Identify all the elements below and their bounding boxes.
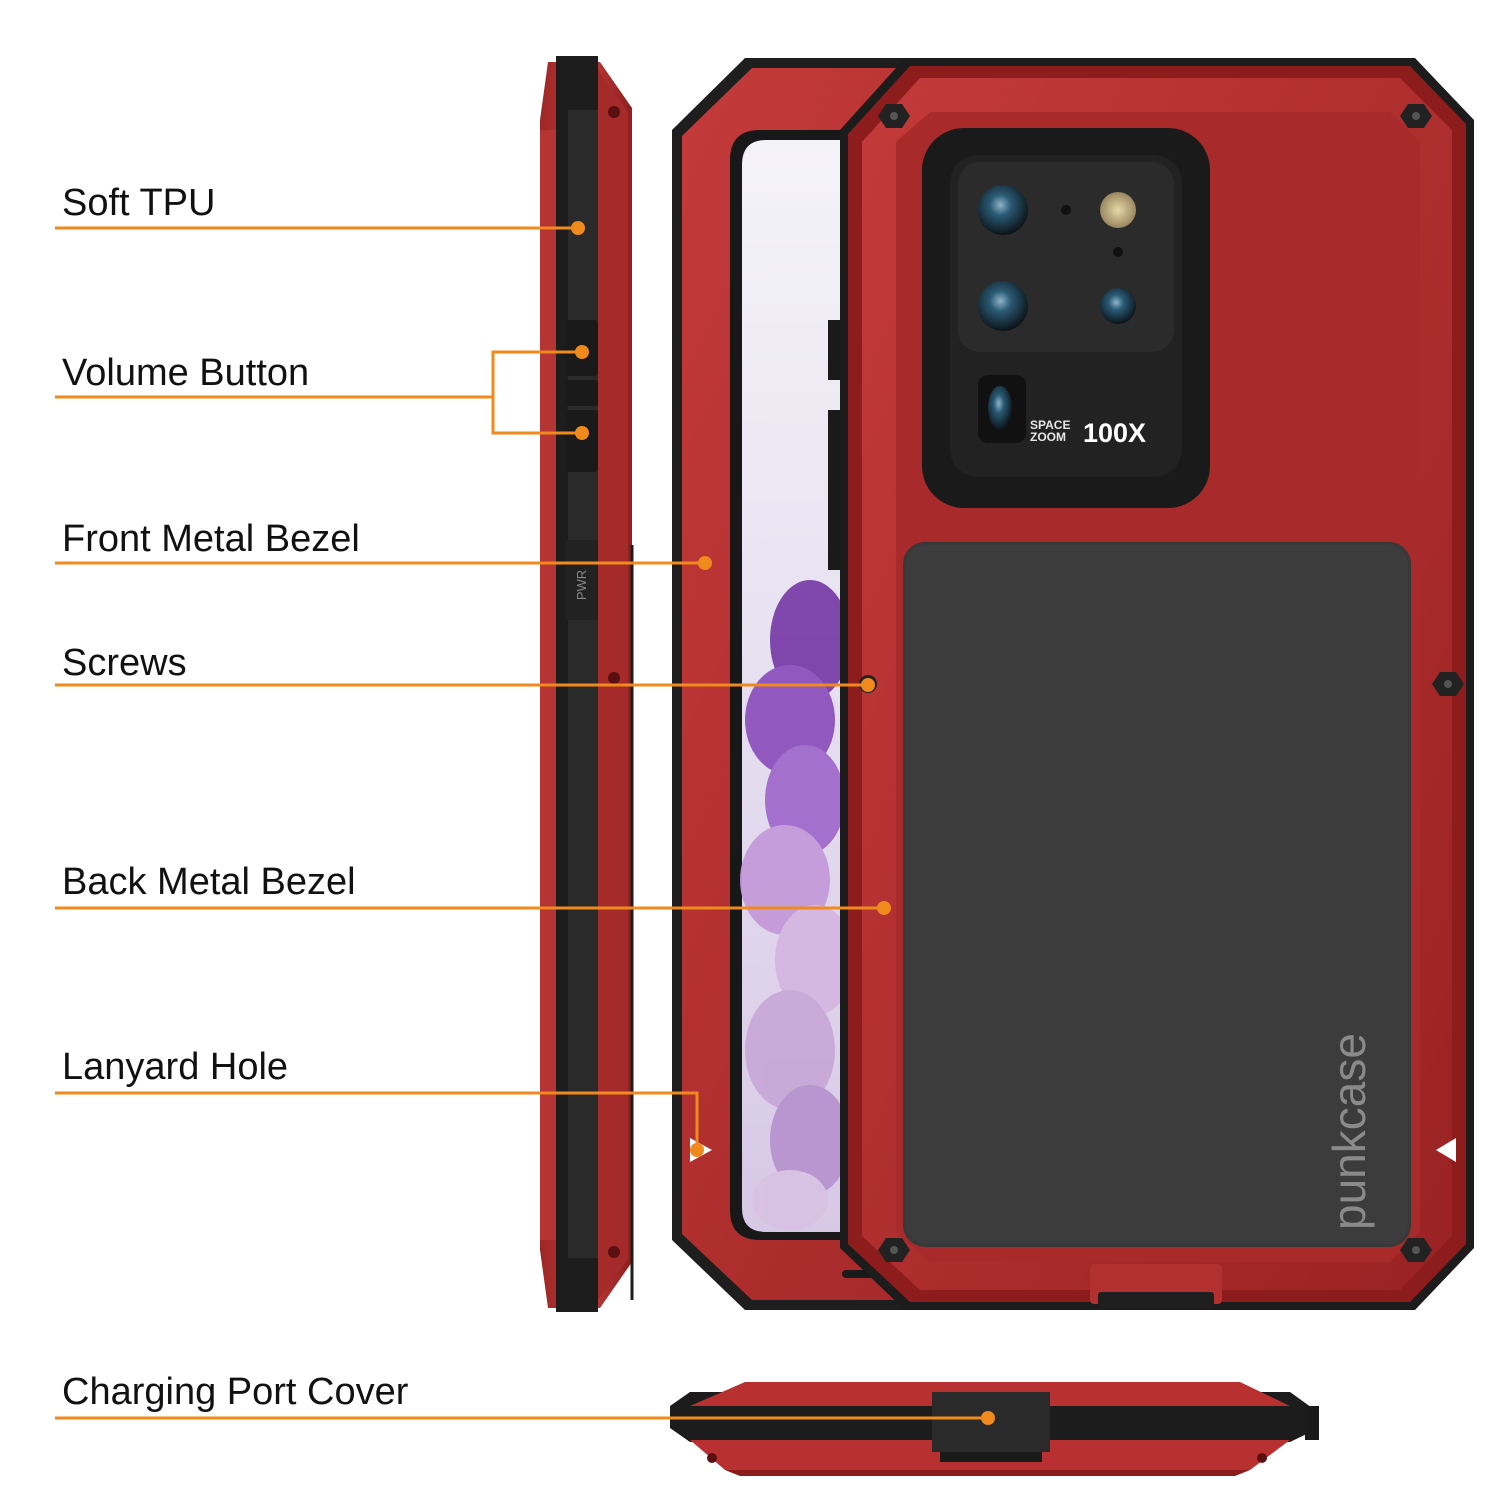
back-metal-bezel-case: SPACE ZOOM 100X punkcase [840,58,1474,1310]
bottom-view-case [670,1382,1319,1476]
lanyard-hole-icon [1436,1138,1456,1162]
flash-icon [1100,192,1136,228]
volume-down-button-shape [566,410,598,472]
screw-icon [1432,672,1464,696]
periscope-lens-icon [988,386,1012,430]
power-button-shape [566,540,598,620]
label-lanyard-hole: Lanyard Hole [62,1046,289,1088]
brand-logo-text: punkcase [1323,1033,1375,1230]
power-button-text: PWR [574,570,589,600]
label-charging-port-cover: Charging Port Cover [62,1371,409,1413]
camera-text-zoom: ZOOM [1030,430,1066,444]
camera-text-space: SPACE [1030,418,1070,432]
callout-line-lanyard [55,1091,699,1150]
label-back-metal-bezel: Back Metal Bezel [62,861,356,903]
callout-dots [571,221,995,1425]
camera-lens-icon [978,185,1028,235]
callout-lines [55,226,988,1420]
screw-icon [1400,104,1432,128]
camera-lens-icon [978,281,1028,331]
camera-lens-icon [1100,288,1136,324]
label-front-metal-bezel: Front Metal Bezel [62,518,360,560]
label-volume-button: Volume Button [62,352,310,394]
screw-icon [1400,1238,1432,1262]
screw-icon [878,1238,910,1262]
label-soft-tpu: Soft TPU [62,182,216,224]
label-screws: Screws [62,642,187,684]
camera-zoom-value: 100X [1083,418,1146,448]
screen-wallpaper-flowers [740,580,855,1230]
screw-icon [878,104,910,128]
